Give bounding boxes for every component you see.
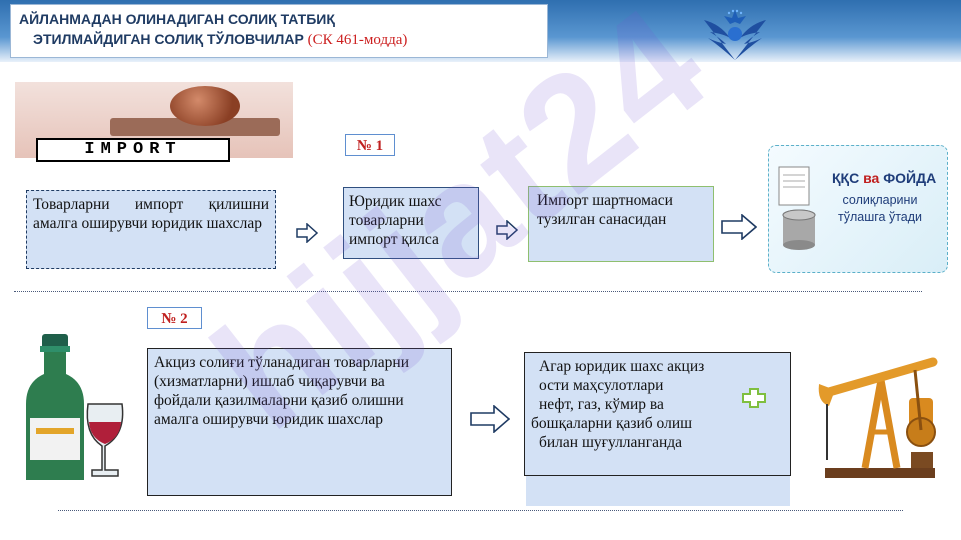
arrow-right-icon: [470, 405, 510, 433]
arrow-right-icon: [296, 223, 318, 243]
import-stamp-label: IMPORT: [36, 138, 230, 162]
vat-profit-subtitle: солиқларини тўлашга ўтади: [837, 193, 923, 224]
section1-step1-text: Юридик шахс товарларни импорт қилса: [349, 193, 442, 248]
section1-step2-box: Импорт шартномаси тузилган санасидан: [528, 186, 714, 262]
section2-left-box: Акциз солиғи тўланадиган товарларни (хиз…: [147, 348, 452, 496]
arrow-right-icon: [496, 220, 518, 240]
tax-committee-logo-icon: [704, 9, 766, 60]
stamp-base: [110, 118, 280, 136]
stamp-handle: [170, 86, 240, 126]
conjunction-label: ва: [863, 170, 880, 186]
title-line-2-text: ЭТИЛМАЙДИГАН СОЛИҚ ТЎЛОВЧИЛАР: [33, 31, 304, 47]
section2-right-line-4: бошқаларни қазиб олиш: [531, 415, 693, 432]
section-divider: [14, 291, 922, 292]
section2-right-line-1: Агар юридик шахс акциз: [539, 358, 705, 375]
article-reference: (СК 461-модда): [307, 32, 408, 48]
oil-pumpjack-icon: [818, 357, 938, 478]
profit-label: ФОЙДА: [883, 170, 937, 186]
section1-badge: № 1: [345, 134, 395, 156]
section1-step2-text: Импорт шартномаси тузилган санасидан: [537, 192, 673, 228]
vat-label: ҚҚС: [832, 170, 860, 186]
bottom-divider: [58, 510, 903, 511]
section2-left-text: Акциз солиғи тўланадиган товарларни (хиз…: [154, 354, 410, 428]
section1-step1-box: Юридик шахс товарларни импорт қилса: [343, 187, 479, 259]
vat-profit-title: ҚҚС ва ФОЙДА: [832, 170, 936, 186]
coins-documents-icon: [778, 166, 816, 250]
section2-right-line-2: ости маҳсулотлари: [539, 377, 664, 394]
section1-left-box: Товарларни импорт қилишни амалга оширувч…: [26, 190, 276, 269]
section2-right-line-5: билан шуғулланганда: [539, 434, 683, 451]
title-line-1: АЙЛАНМАДАН ОЛИНАДИГАН СОЛИҚ ТАТБИҚ: [19, 11, 335, 27]
plus-icon: [742, 388, 766, 408]
section2-badge: № 2: [147, 307, 202, 329]
page-title: АЙЛАНМАДАН ОЛИНАДИГАН СОЛИҚ ТАТБИҚ ЭТИЛМ…: [10, 4, 548, 58]
section2-right-line-3: нефт, газ, кўмир ва: [539, 396, 664, 413]
section2-right-box: Агар юридик шахс акциз ости маҳсулотлари…: [524, 352, 791, 476]
section1-left-text: Товарларни импорт қилишни амалга оширувч…: [33, 196, 269, 232]
vat-profit-tax-card: [768, 145, 948, 273]
wine-bottle-glass-icon: [26, 334, 124, 480]
title-line-2: ЭТИЛМАЙДИГАН СОЛИҚ ТЎЛОВЧИЛАР (СК 461-мо…: [19, 29, 539, 50]
arrow-right-icon: [721, 214, 757, 240]
